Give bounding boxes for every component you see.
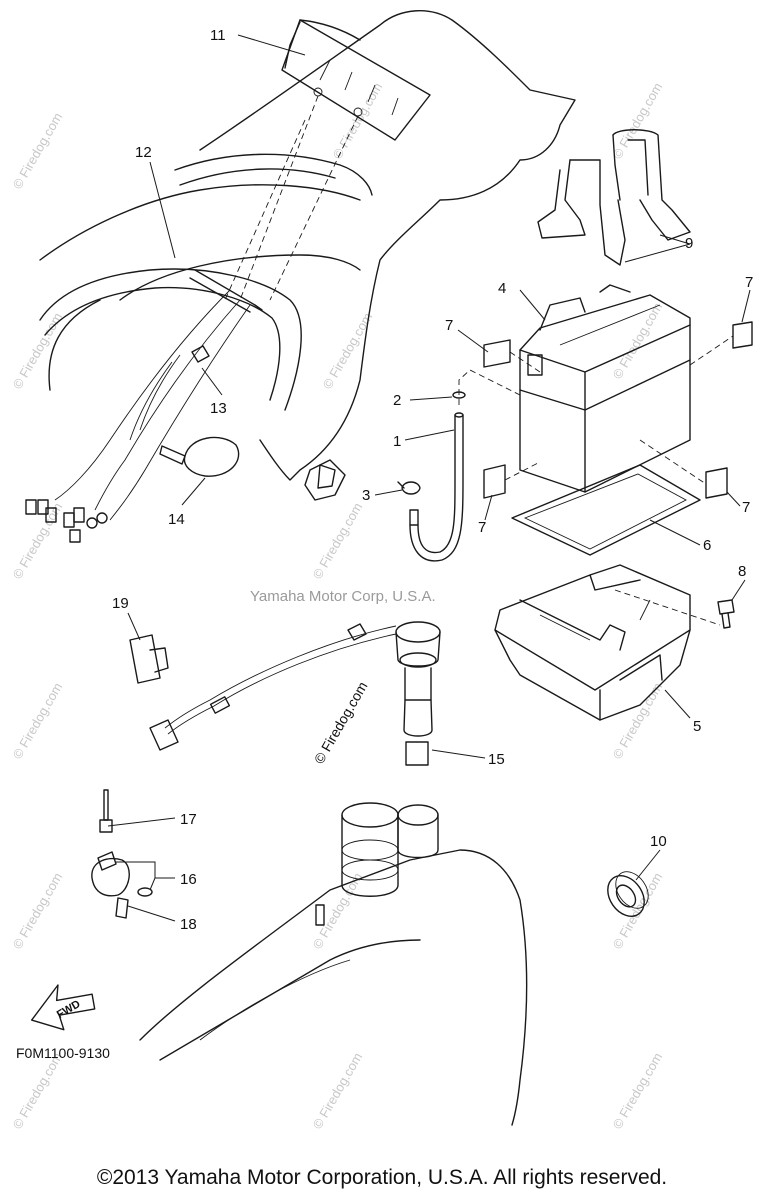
part-10-grommet — [607, 871, 649, 917]
watermark-text: © Firedog.com — [610, 80, 666, 162]
label-14: 14 — [168, 511, 185, 528]
label-12: 12 — [135, 144, 152, 161]
label-5: 5 — [693, 718, 701, 735]
part-6-mat — [511, 464, 701, 556]
label-19: 19 — [112, 595, 129, 612]
part-4-battery — [519, 284, 691, 493]
watermark-text: © Firedog.com — [310, 1050, 366, 1132]
part-13-clip — [191, 345, 210, 363]
watermark-layer: © Firedog.com © Firedog.com © Firedog.co… — [10, 80, 666, 1132]
hull-outline — [39, 10, 576, 501]
label-10: 10 — [650, 833, 667, 850]
leader-lines — [107, 34, 751, 922]
label-17: 17 — [180, 811, 197, 828]
label-4: 4 — [498, 280, 506, 297]
part-7-labels — [483, 321, 753, 499]
part-3-clamp — [397, 481, 421, 495]
label-8: 8 — [738, 563, 746, 580]
tank-outline — [139, 802, 528, 1126]
label-13: 13 — [210, 400, 227, 417]
copyright-notice: ©2013 Yamaha Motor Corporation, U.S.A. A… — [96, 1166, 668, 1189]
watermark-text: © Firedog.com — [10, 680, 66, 762]
credit-watermark: Yamaha Motor Corp, U.S.A. — [250, 588, 436, 605]
label-16: 16 — [180, 871, 197, 888]
part-15-grommet — [149, 621, 441, 766]
watermark-text: © Firedog.com — [10, 870, 66, 952]
watermark-text: © Firedog.com — [330, 80, 386, 162]
watermark-text: © Firedog.com — [10, 110, 66, 192]
label-15: 15 — [488, 751, 505, 768]
part-numbers: 11 12 13 14 4 7 7 2 1 3 7 7 6 8 9 5 19 1… — [16, 27, 753, 1061]
label-6: 6 — [703, 537, 711, 554]
part-16-clamp — [91, 851, 153, 897]
part-17-pin — [99, 789, 113, 833]
label-11: 11 — [210, 27, 226, 44]
label-7d: 7 — [742, 499, 750, 516]
label-3: 3 — [362, 487, 370, 504]
label-18: 18 — [180, 916, 197, 933]
label-1: 1 — [393, 433, 401, 450]
watermark-text: © Firedog.com — [310, 500, 366, 582]
part-14-cable-tie — [159, 436, 240, 477]
label-7a: 7 — [445, 317, 453, 334]
diagram-code: F0M1100-9130 — [16, 1045, 110, 1061]
watermark-text: © Firedog.com — [610, 300, 666, 382]
part-18-clip — [115, 897, 129, 919]
label-7b: 7 — [745, 274, 753, 291]
label-2: 2 — [393, 392, 401, 409]
part-11-meter — [224, 19, 431, 301]
watermark-text: © Firedog.com — [610, 680, 666, 762]
label-7c: 7 — [478, 519, 486, 536]
watermark-text: © Firedog.com — [10, 1050, 66, 1132]
part-9-battery-band — [537, 129, 691, 266]
fwd-arrow-icon: FWD — [30, 984, 96, 1031]
watermark-text: © Firedog.com — [310, 870, 366, 952]
label-9: 9 — [685, 235, 693, 252]
watermark-text: © Firedog.com — [610, 1050, 666, 1132]
fwd-label: FWD — [55, 998, 83, 1021]
part-8-bolt — [717, 599, 735, 629]
center-watermark: © Firedog.com — [311, 679, 371, 767]
watermark-text: © Firedog.com — [320, 310, 376, 392]
part-2-cap — [452, 391, 466, 399]
part-5-battery-box — [494, 564, 721, 721]
part-19-holder — [129, 634, 169, 684]
part-12-harness — [25, 269, 263, 543]
